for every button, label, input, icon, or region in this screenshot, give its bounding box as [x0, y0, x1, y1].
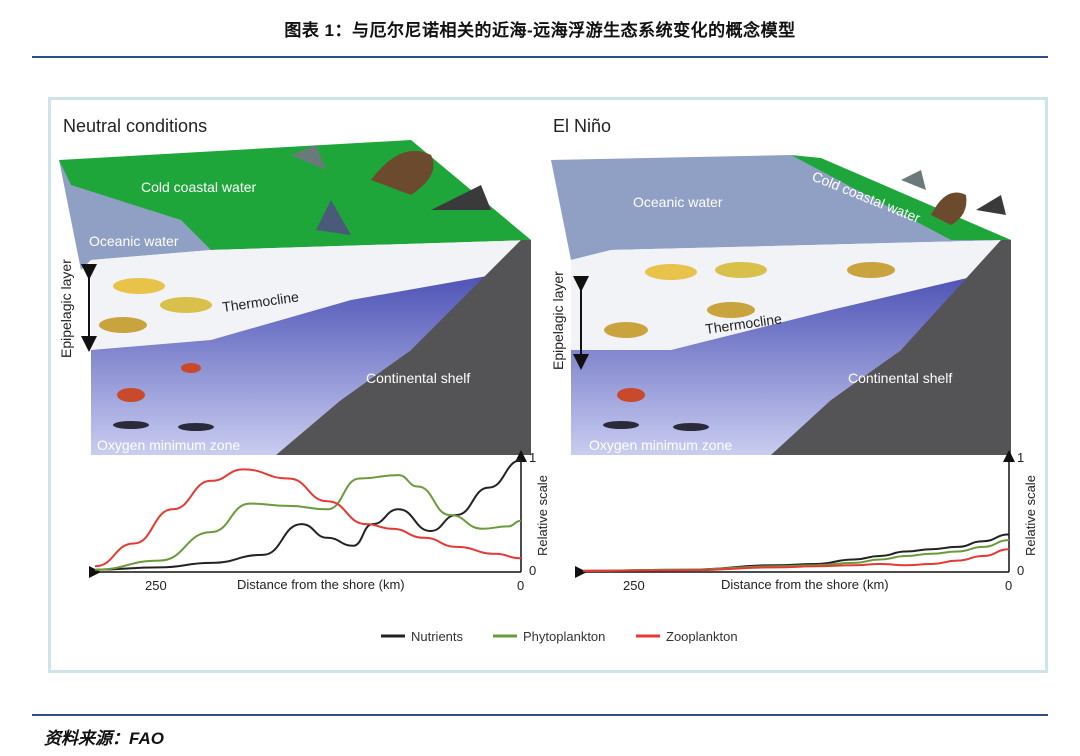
series-line-neutral-phytoplankton: [94, 474, 522, 571]
panel-title-neutral: Neutral conditions: [63, 116, 207, 136]
panel-el-nino: El Niño Oceani: [550, 116, 1038, 593]
top-rule: [32, 56, 1048, 58]
epipelagic-layer-area: [91, 240, 531, 350]
series-line-elnino-zooplankton: [582, 548, 1010, 572]
chart-neutral-ylabel: Relative scale: [535, 475, 550, 556]
squid-1: [181, 363, 201, 373]
sea-lion-icon-2: [931, 192, 967, 225]
fish-tuna-4: [604, 322, 648, 338]
chart-neutral-y-tick-1: 1: [529, 450, 536, 465]
deep-water-area-2: [571, 270, 1001, 455]
label-oxygen-minimum-zone-2: Oxygen minimum zone: [589, 437, 732, 453]
label-cold-coastal-water: Cold coastal water: [141, 179, 257, 195]
series-line-neutral-zooplankton: [94, 468, 522, 568]
legend-label-zooplankton: Zooplankton: [666, 629, 738, 644]
sea-lion-icon: [371, 150, 434, 195]
source-note: 资料来源：FAO: [44, 729, 164, 748]
chart-neutral-y-tick-0: 0: [529, 563, 536, 578]
figure-frame: Neutral conditions: [48, 97, 1048, 673]
fish-mahi-3: [645, 264, 697, 280]
label-continental-shelf-2: Continental shelf: [848, 370, 952, 386]
fish-school: [99, 278, 214, 431]
fish-tuna-1: [99, 317, 147, 333]
lanternfish-1: [113, 421, 149, 429]
panel-title-el-nino: El Niño: [553, 116, 611, 136]
label-oceanic-water-2: Oceanic water: [633, 194, 723, 210]
label-epipelagic-layer-2: Epipelagic layer: [550, 271, 566, 370]
chart-elnino-plot: [582, 533, 1010, 572]
label-epipelagic-layer: Epipelagic layer: [58, 259, 74, 358]
fish-school-2: [603, 262, 895, 431]
fish-mahi-2: [160, 297, 212, 313]
chart-neutral-x-tick-250: 250: [145, 578, 167, 593]
oceanic-water-area-2: [551, 155, 1011, 260]
chart-elnino-y-tick-0: 0: [1017, 563, 1024, 578]
chart-elnino-xlabel: Distance from the shore (km): [721, 577, 889, 592]
chart-elnino-ylabel: Relative scale: [1023, 475, 1038, 556]
figure-title: 图表 1：与厄尔尼诺相关的近海-远海浮游生态系统变化的概念模型: [284, 21, 796, 40]
fish-mahi-1: [113, 278, 165, 294]
chart-neutral-plot: [94, 459, 522, 571]
continental-shelf-area: [276, 240, 531, 455]
legend-label-phytoplankton: Phytoplankton: [523, 629, 605, 644]
panel-neutral: Neutral conditions: [58, 116, 550, 593]
figure-canvas: Neutral conditions: [58, 116, 1038, 644]
fish-tuna-2: [847, 262, 895, 278]
chart-elnino-y-tick-1: 1: [1017, 450, 1024, 465]
legend-label-nutrients: Nutrients: [411, 629, 464, 644]
lanternfish-3: [603, 421, 639, 429]
cormorant-icon-2: [976, 195, 1006, 215]
legend: Nutrients Phytoplankton Zooplankton: [381, 629, 738, 644]
cormorant-icon: [431, 185, 491, 210]
label-oceanic-water: Oceanic water: [89, 233, 179, 249]
squid-2: [117, 388, 145, 402]
series-line-neutral-nutrients: [94, 459, 522, 571]
lanternfish-4: [673, 423, 709, 431]
chart-elnino-x-tick-0: 0: [1005, 578, 1012, 593]
squid-3: [617, 388, 645, 402]
seabird-icon: [291, 145, 326, 170]
fish-tuna-3: [707, 302, 755, 318]
anchovy-school-icon: [316, 200, 351, 235]
chart-neutral-x-tick-0: 0: [517, 578, 524, 593]
chart-elnino-x-tick-250: 250: [623, 578, 645, 593]
lanternfish-2: [178, 423, 214, 431]
continental-shelf-area-2: [771, 240, 1011, 455]
label-continental-shelf: Continental shelf: [366, 370, 470, 386]
bottom-rule: [32, 714, 1048, 716]
chart-neutral-xlabel: Distance from the shore (km): [237, 577, 405, 592]
fish-mahi-4: [715, 262, 767, 278]
seabird-icon-2: [901, 170, 926, 190]
deep-water-area: [91, 270, 521, 455]
label-oxygen-minimum-zone: Oxygen minimum zone: [97, 437, 240, 453]
